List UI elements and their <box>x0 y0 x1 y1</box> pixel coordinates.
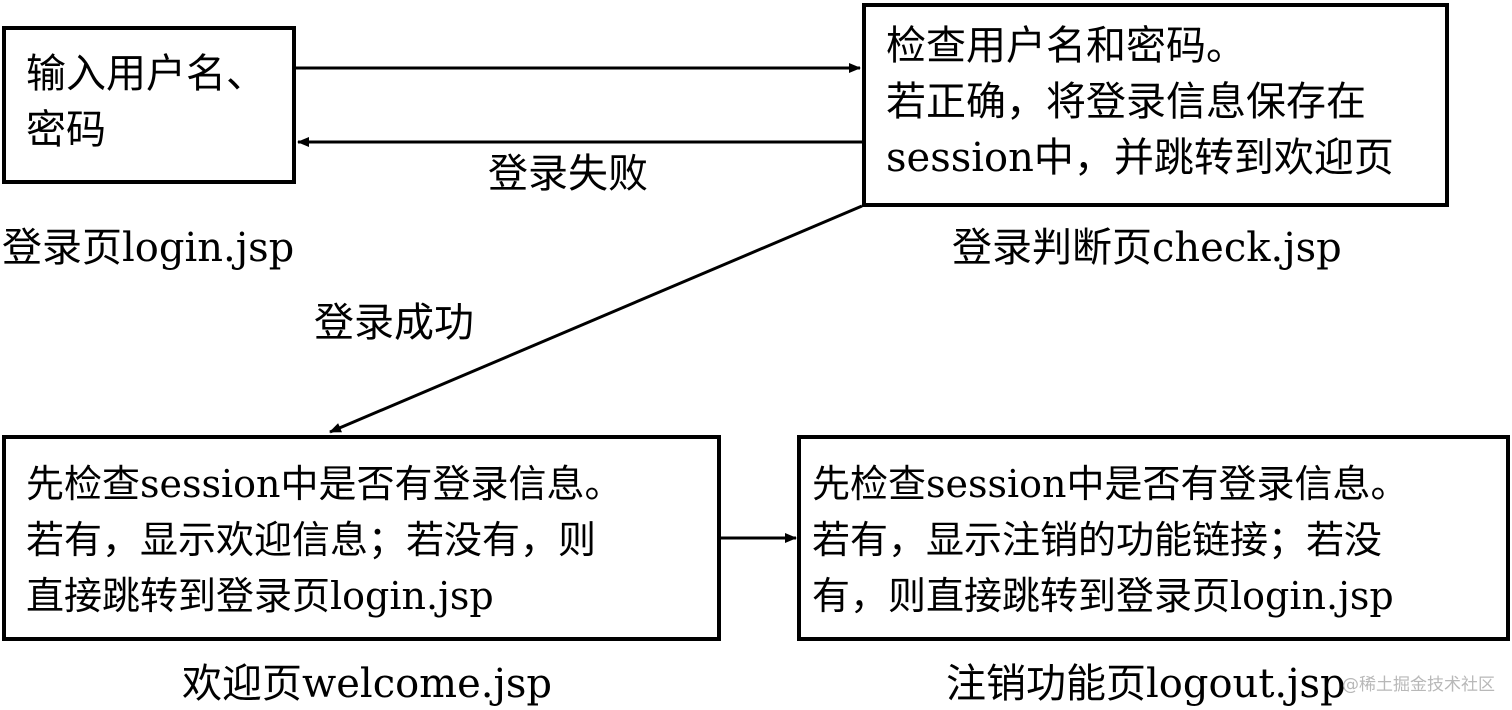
check-page-text: 检查用户名和密码。 若正确，将登录信息保存在 session中，并跳转到欢迎页 <box>886 18 1394 186</box>
watermark-text: @稀土掘金技术社区 <box>1342 675 1495 695</box>
check-page-line-1: 检查用户名和密码。 <box>886 23 1246 69</box>
check-page-line-3: session中，并跳转到欢迎页 <box>886 135 1394 181</box>
login-page-caption: 登录页login.jsp <box>2 225 295 271</box>
edge-label-login-failed: 登录失败 <box>488 151 648 197</box>
edge-label-login-success: 登录成功 <box>314 300 474 346</box>
logout-page-box <box>797 435 1510 641</box>
logout-page-line-1: 先检查session中是否有登录信息。 <box>812 462 1409 506</box>
login-page-text: 输入用户名、 密码 <box>26 46 266 158</box>
logout-page-caption: 注销功能页logout.jsp <box>946 661 1346 707</box>
check-page-caption: 登录判断页check.jsp <box>952 225 1342 271</box>
login-page-line-2: 密码 <box>26 107 106 153</box>
check-page-line-2: 若正确，将登录信息保存在 <box>886 79 1366 125</box>
welcome-page-line-1: 先检查session中是否有登录信息。 <box>26 462 623 506</box>
welcome-page-text: 先检查session中是否有登录信息。 若有，显示欢迎信息；若没有，则 直接跳转… <box>26 456 623 624</box>
logout-page-line-2: 若有，显示注销的功能链接；若没 <box>812 518 1383 562</box>
arrow-check-to-welcome-success <box>329 204 863 434</box>
login-page-box <box>2 26 296 184</box>
logout-page-line-3: 有，则直接跳转到登录页login.jsp <box>812 574 1394 618</box>
logout-page-text: 先检查session中是否有登录信息。 若有，显示注销的功能链接；若没 有，则直… <box>812 456 1409 624</box>
welcome-page-caption: 欢迎页welcome.jsp <box>182 661 553 707</box>
login-page-line-1: 输入用户名、 <box>26 51 266 97</box>
welcome-page-line-2: 若有，显示欢迎信息；若没有，则 <box>26 518 597 562</box>
welcome-page-line-3: 直接跳转到登录页login.jsp <box>26 574 494 618</box>
check-page-box <box>862 3 1449 207</box>
welcome-page-box <box>2 435 721 641</box>
